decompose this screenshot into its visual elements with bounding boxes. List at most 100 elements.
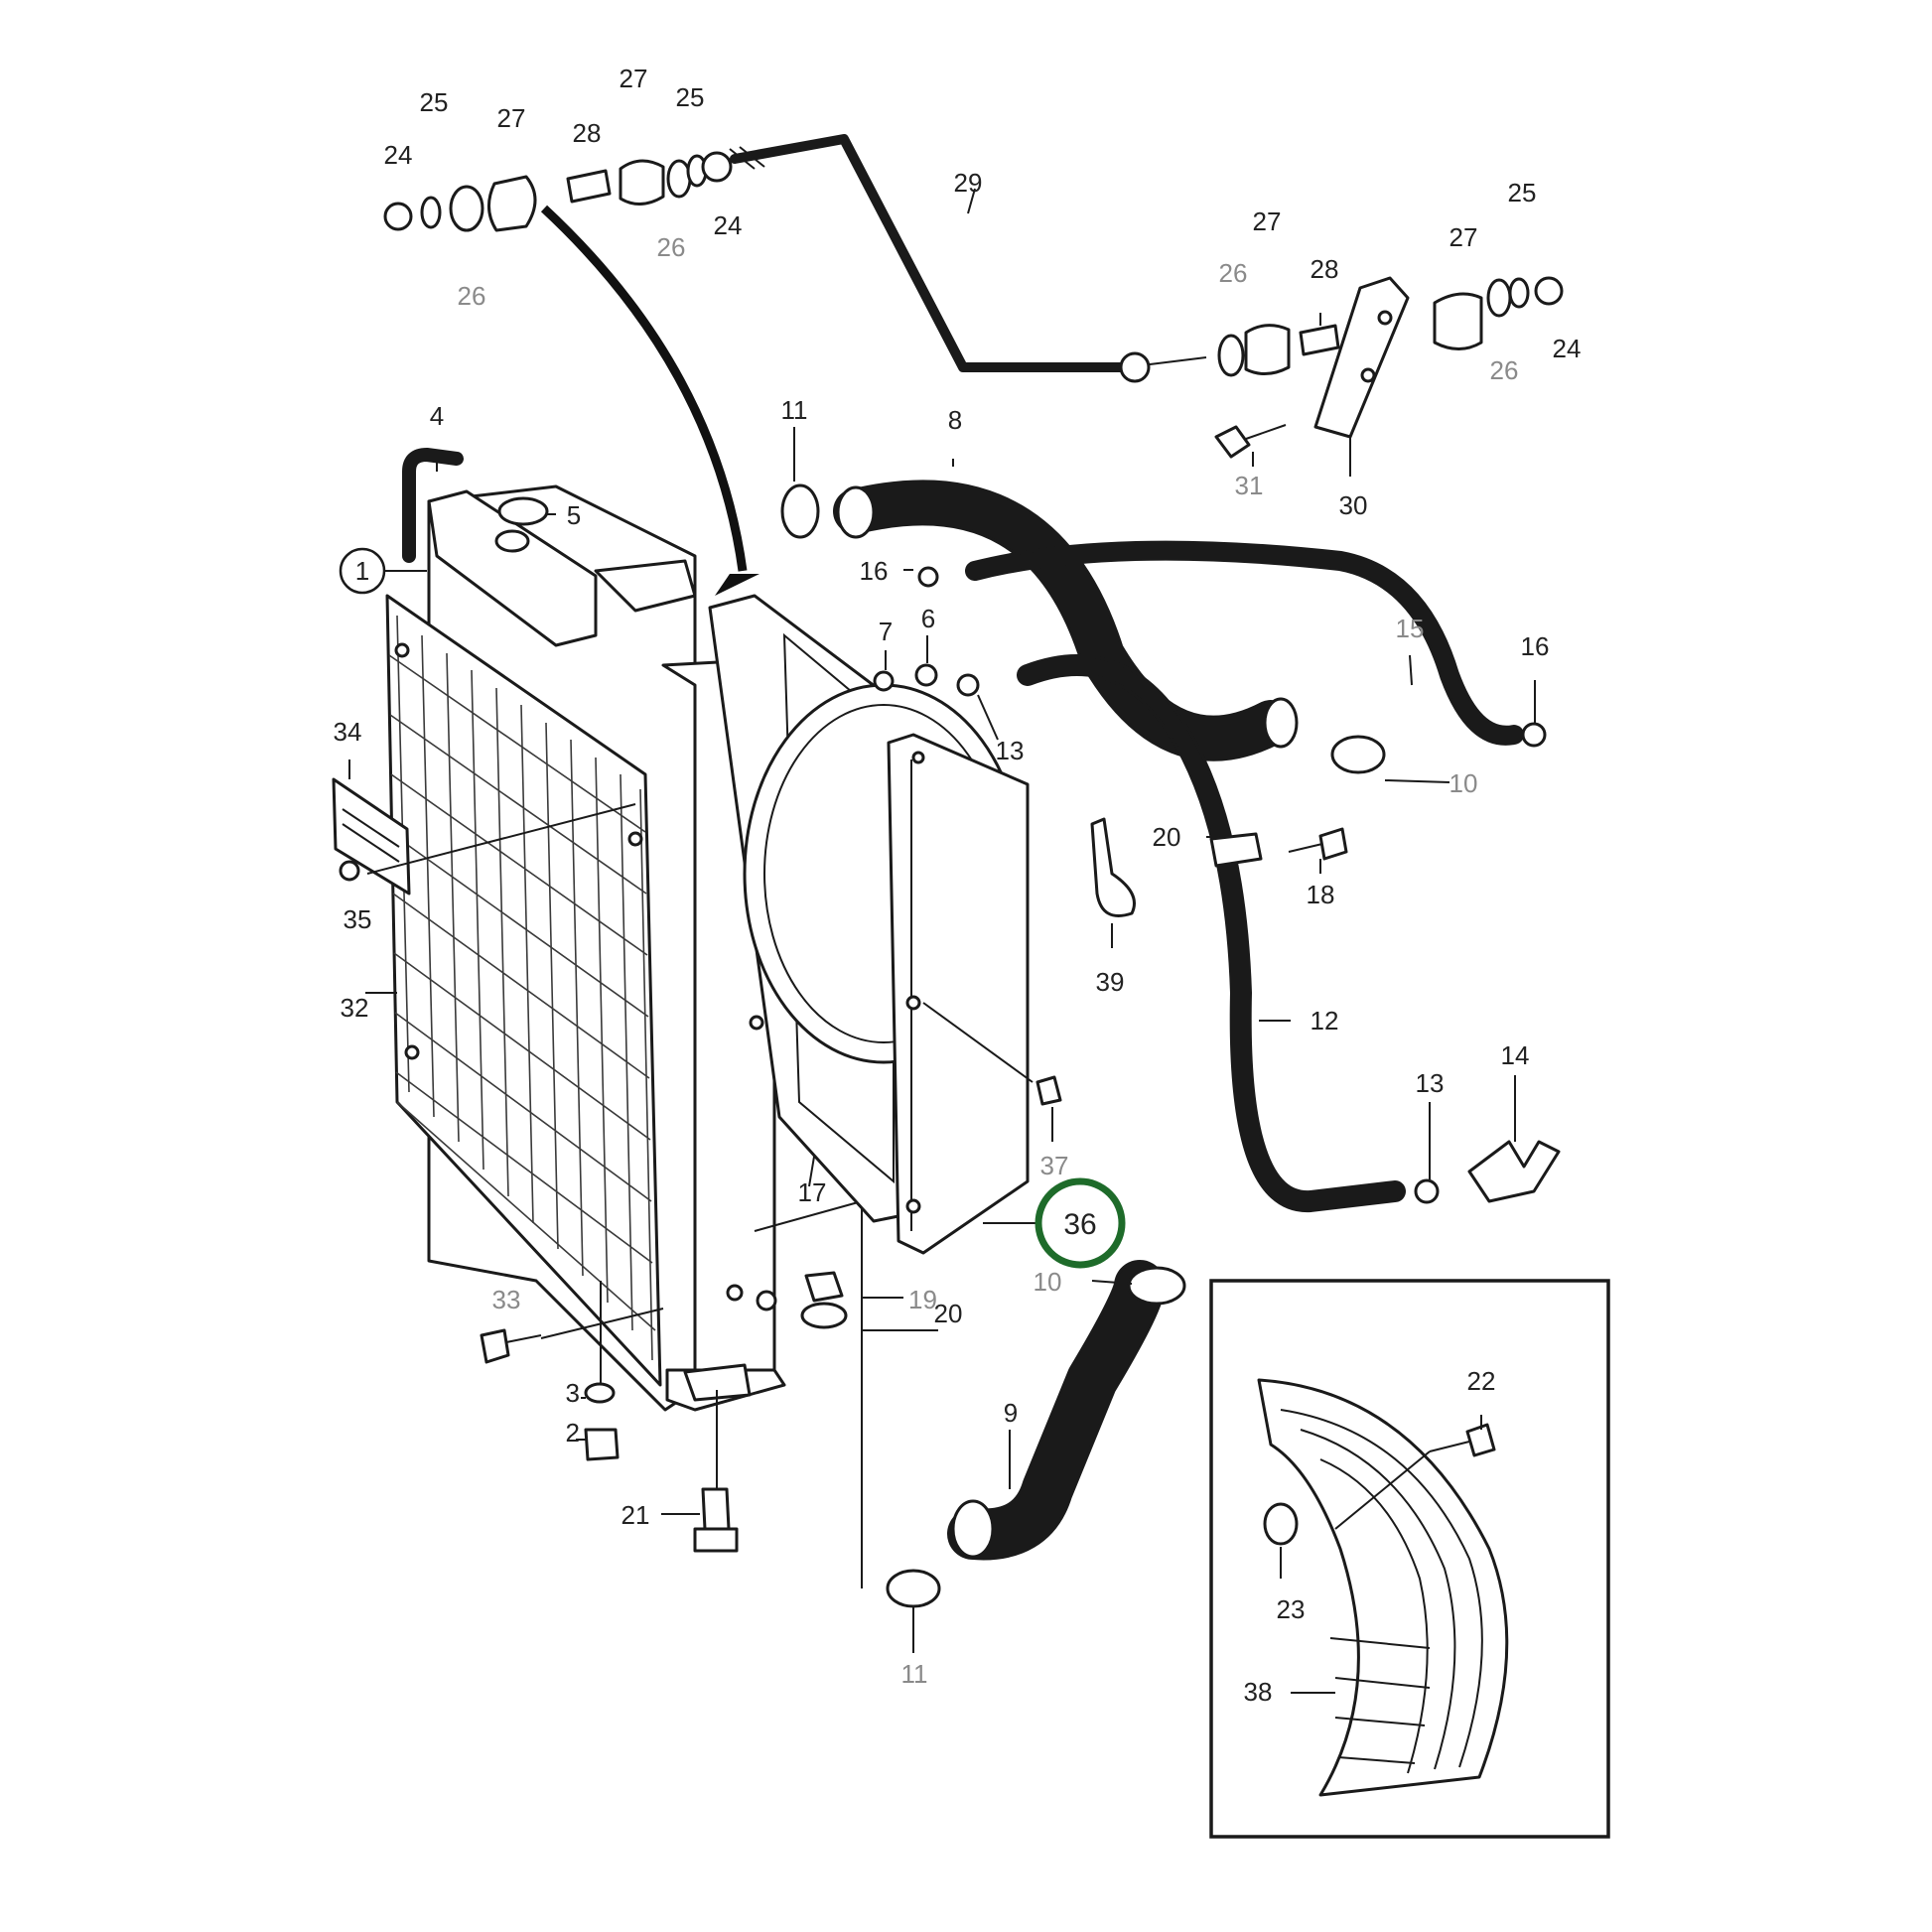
spacer-28-left (566, 169, 612, 204)
label-3: 3 (566, 1378, 580, 1408)
washer-26-mid (666, 159, 692, 199)
rubber-bushing-27-left (487, 175, 537, 232)
shroud-assembly (708, 594, 1047, 1255)
washer-26-left (449, 185, 484, 232)
label-20-lower: 20 (934, 1299, 963, 1328)
clamp-13-lower (1414, 1178, 1440, 1204)
inset-panel (1209, 1279, 1610, 1839)
bolt-31 (1214, 425, 1251, 459)
bracket-30 (1313, 276, 1410, 439)
label-9: 9 (1004, 1398, 1018, 1428)
label-12: 12 (1311, 1006, 1339, 1035)
bolt-18 (1318, 827, 1348, 861)
label-29: 29 (954, 168, 983, 198)
label-10-upper: 10 (1449, 768, 1478, 798)
washer-3 (584, 1382, 616, 1404)
nut-7 (873, 670, 895, 692)
spacer-28-right (1299, 324, 1340, 356)
label-37: 37 (1040, 1151, 1069, 1180)
label-16-right: 16 (1521, 631, 1550, 661)
clamp-11-lower (886, 1569, 941, 1608)
bolt-6 (914, 663, 938, 687)
label-10-lower: 10 (1034, 1267, 1062, 1297)
label-25-left: 25 (420, 87, 449, 117)
spacer-23 (1263, 1502, 1299, 1546)
highlight-ring-36 (1035, 1177, 1126, 1269)
label-5: 5 (567, 500, 581, 530)
label-27-right: 27 (1253, 207, 1282, 236)
label-17: 17 (798, 1177, 827, 1207)
label-7: 7 (879, 617, 893, 646)
bolt-33 (480, 1328, 510, 1364)
label-24-left: 24 (384, 140, 413, 170)
label-26-right: 26 (1219, 258, 1248, 288)
mounting-rod-assembly (383, 134, 1564, 596)
rubber-bushing-27-mid (619, 159, 665, 206)
label-25-mid: 25 (676, 82, 705, 112)
label-35: 35 (344, 904, 372, 934)
label-13-lower: 13 (1416, 1068, 1445, 1098)
label-28-right: 28 (1311, 254, 1339, 284)
label-21: 21 (621, 1500, 650, 1530)
label-20-upper: 20 (1153, 822, 1181, 852)
clip-39 (1090, 817, 1136, 917)
label-24-right: 24 (1553, 334, 1582, 363)
bolt-37 (1035, 1075, 1062, 1106)
washer-25-far (1508, 277, 1530, 309)
fan-shroud-36 (887, 733, 1030, 1255)
label-23: 23 (1277, 1594, 1306, 1624)
fan-guard-38 (1257, 1378, 1509, 1797)
nameplate-34 (332, 777, 411, 896)
label-32: 32 (341, 993, 369, 1023)
nut-24-left (383, 202, 413, 231)
clamp-13-upper (956, 673, 980, 697)
filler-cap-5 (497, 496, 549, 526)
washer-25-left (420, 196, 442, 229)
label-27-mid: 27 (620, 64, 648, 93)
label-11-upper: 11 (781, 395, 808, 425)
label-11-lower: 11 (901, 1659, 928, 1689)
rubber-bushing-27-far (1433, 292, 1483, 350)
label-26-far: 26 (1490, 355, 1519, 385)
hoses (780, 480, 1561, 1608)
clip-20 (1209, 832, 1263, 868)
label-2: 2 (566, 1418, 580, 1448)
clamp-10-upper (1330, 735, 1386, 774)
label-31: 31 (1235, 471, 1264, 500)
label-8: 8 (948, 405, 962, 435)
label-22: 22 (1467, 1366, 1496, 1396)
label-16-left: 16 (860, 556, 889, 586)
label-1: 1 (355, 556, 369, 586)
clamp-10-lower (1127, 1266, 1186, 1306)
label-28-left: 28 (573, 118, 602, 148)
leader-lines (348, 188, 1536, 1694)
clamp-16-left (917, 566, 939, 588)
washer-20-lower (800, 1302, 848, 1329)
label-13-upper: 13 (996, 736, 1025, 765)
drain-bolt-2 (584, 1428, 620, 1461)
screw-35 (339, 860, 360, 882)
bolt-21 (701, 1487, 731, 1531)
nut-24-mid (701, 151, 733, 183)
nut-19 (804, 1271, 844, 1303)
label-25-right: 25 (1508, 178, 1537, 207)
label-34: 34 (334, 717, 362, 747)
label-26-left: 26 (458, 281, 486, 311)
label-27-left: 27 (497, 103, 526, 133)
callout-labels: 1 2 3 4 5 6 7 8 9 10 10 11 11 12 13 13 1… (334, 64, 1582, 1707)
callout-circle-1 (339, 547, 386, 595)
label-38: 38 (1244, 1677, 1273, 1707)
label-14: 14 (1501, 1040, 1530, 1070)
nut-24-far (1534, 276, 1564, 306)
label-30: 30 (1339, 490, 1368, 520)
label-18: 18 (1307, 880, 1335, 909)
label-39: 39 (1096, 967, 1125, 997)
label-4: 4 (430, 401, 444, 431)
washer-26-right (1217, 334, 1245, 377)
washer-26-far (1486, 278, 1512, 318)
rubber-bushing-27-right (1244, 324, 1291, 375)
label-24-mid: 24 (714, 210, 743, 240)
assembly-arrow (540, 205, 748, 572)
top-tank (427, 489, 598, 647)
